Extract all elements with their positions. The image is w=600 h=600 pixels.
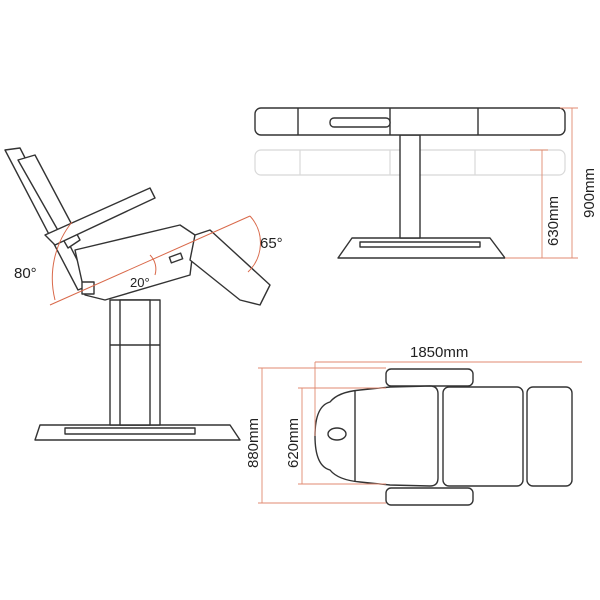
- top-head-section: [314, 385, 439, 487]
- face-hole: [327, 427, 347, 441]
- seat-angle-label: 20°: [130, 275, 150, 290]
- min-height-label: 630mm: [545, 196, 562, 246]
- top-armrest-lower: [385, 487, 474, 506]
- base-foot-rail: [64, 427, 196, 435]
- max-height-label: 900mm: [581, 168, 598, 218]
- top-leg-section: [526, 386, 573, 487]
- backrest-angle-label: 80°: [14, 265, 37, 282]
- angle-arcs: [49, 215, 261, 306]
- elevation-armrest: [329, 117, 391, 128]
- width-label: 620mm: [285, 418, 302, 468]
- elevation-column: [399, 134, 421, 239]
- height-dimensions: [505, 107, 578, 259]
- backrest-angle-arc: [51, 221, 73, 301]
- seat: [74, 224, 196, 301]
- legrest-angle-label: 65°: [260, 235, 283, 252]
- legrest-angle-arc: [247, 215, 261, 273]
- width-with-arms-label: 880mm: [245, 418, 262, 468]
- top-armrest-upper: [385, 368, 474, 387]
- top-view-chair: [314, 368, 573, 506]
- plan-dimensions: [258, 361, 582, 504]
- elevation-view-chair: [254, 107, 566, 259]
- top-seat-section: [442, 386, 524, 487]
- side-view-chair: [4, 147, 271, 441]
- length-label: 1850mm: [410, 344, 468, 361]
- elevation-table-top: [254, 107, 566, 136]
- elevation-base: [337, 237, 506, 259]
- legrest: [189, 229, 271, 306]
- armrest: [44, 187, 156, 246]
